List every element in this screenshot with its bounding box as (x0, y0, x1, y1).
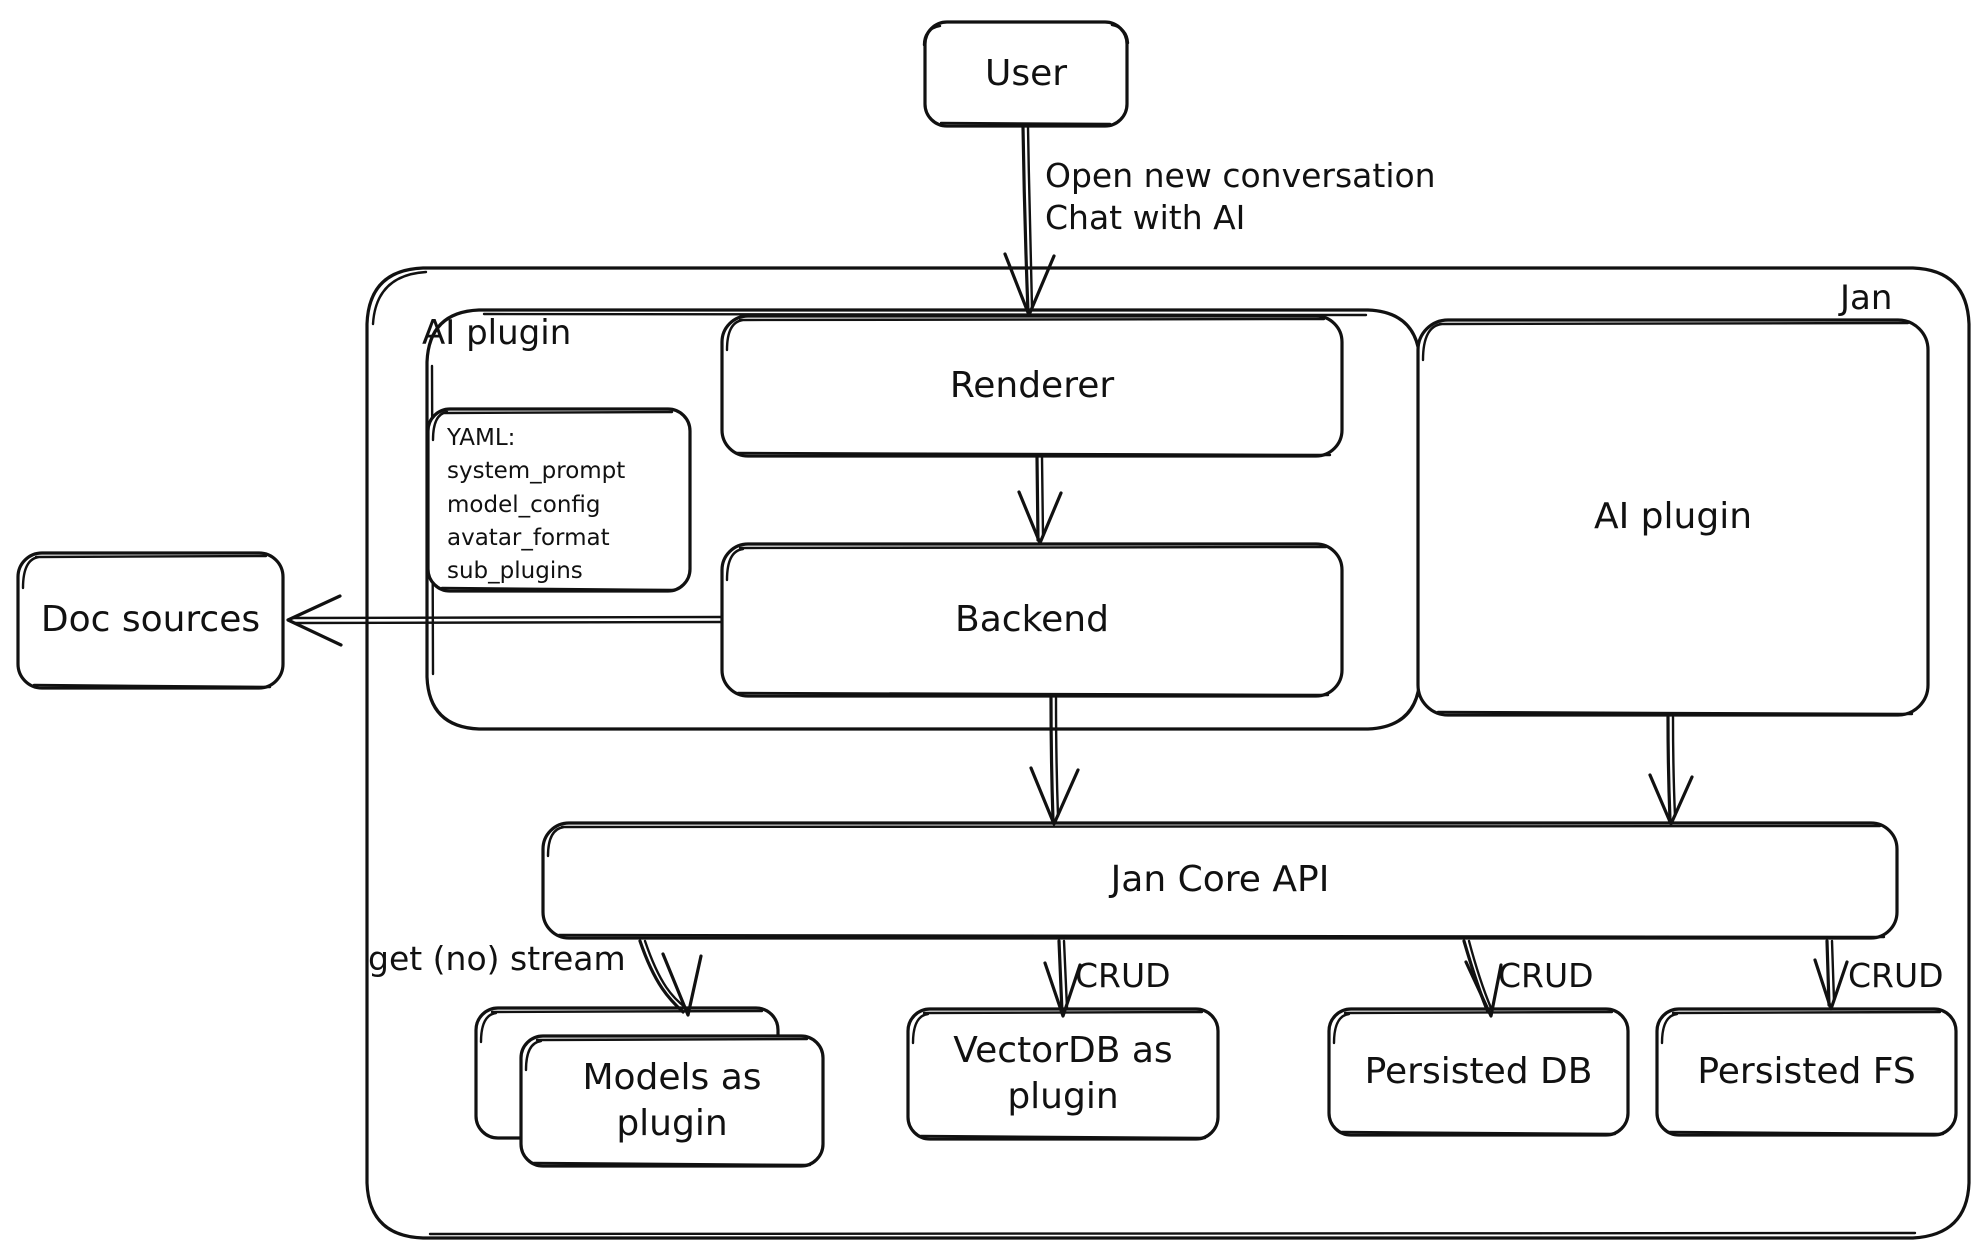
node-vectordb-as-plugin-outline[interactable] (906, 1007, 1220, 1141)
node-jan-core-api-outline[interactable] (541, 821, 1899, 940)
edge-core-api-to-persisted-fs (1813, 939, 1849, 1011)
edge-core-api-to-models (638, 939, 703, 1017)
node-ai-plugin-outline[interactable] (1416, 318, 1930, 717)
node-models-as-plugin-outline[interactable] (474, 1006, 825, 1168)
node-backend-outline[interactable] (720, 542, 1344, 698)
edge-renderer-to-backend (1017, 455, 1063, 545)
node-user-outline[interactable] (922, 20, 1130, 128)
edge-backend-to-doc-sources (286, 594, 724, 647)
node-persisted-fs-outline[interactable] (1655, 1007, 1958, 1137)
node-doc-sources-outline[interactable] (16, 551, 285, 690)
edge-user-to-renderer (1003, 125, 1056, 317)
node-persisted-db-outline[interactable] (1327, 1007, 1630, 1137)
edge-ai-plugin-to-core-api (1648, 715, 1694, 826)
edge-backend-to-core-api (1029, 696, 1080, 826)
edge-core-api-to-persisted-db (1462, 939, 1503, 1018)
node-renderer-outline[interactable] (720, 314, 1344, 458)
node-yaml-note-outline (426, 407, 692, 593)
edge-core-api-to-vectordb (1043, 939, 1082, 1018)
